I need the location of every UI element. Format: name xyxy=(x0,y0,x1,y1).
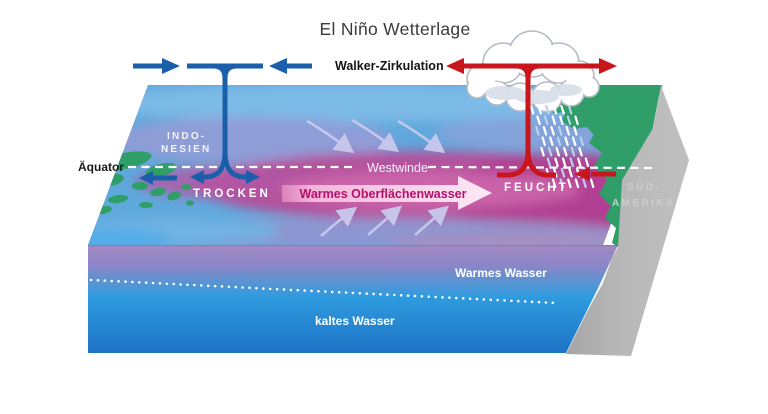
rain-streak xyxy=(535,125,540,136)
rain-streak xyxy=(573,125,578,136)
rain-streak xyxy=(566,115,572,126)
ocean-cross-section xyxy=(88,245,618,353)
rain-streak xyxy=(551,178,557,189)
rain-streak xyxy=(542,125,548,136)
rock-cliff-face xyxy=(566,86,689,356)
red-circulation xyxy=(446,58,617,181)
south-america-label-line2: AMERIKA xyxy=(612,198,675,209)
west-winds-label: Westwinde xyxy=(367,161,428,175)
indonesia-label-line1: INDO- xyxy=(167,131,206,142)
rain-streak xyxy=(549,136,554,147)
rain-streak xyxy=(560,104,565,115)
blue-circulation-arrowheads xyxy=(139,58,287,185)
red-circulation-arrowheads xyxy=(446,58,617,181)
rain-streak xyxy=(541,136,547,147)
rain-streak xyxy=(584,157,590,168)
rain-streak xyxy=(545,104,550,115)
rain-streak xyxy=(561,157,567,168)
rain-streak xyxy=(559,178,565,189)
rain-streak xyxy=(543,115,549,126)
rain-streak xyxy=(577,157,582,168)
cold-water-label: kaltes Wasser xyxy=(315,314,395,328)
indonesia-label-line2: NESIEN xyxy=(161,144,211,155)
rain-streak xyxy=(550,125,555,136)
humid-label: FEUCHT xyxy=(504,182,569,194)
rain-streak xyxy=(551,115,557,126)
rain-streak xyxy=(555,146,561,157)
rain-streak xyxy=(569,157,575,168)
equator-dashed-line xyxy=(128,165,653,170)
equator-label: Äquator xyxy=(78,159,124,174)
rain-streak xyxy=(559,115,564,126)
rain-streak xyxy=(546,157,552,168)
south-america-label-line1: SÜD- xyxy=(627,180,661,193)
rain-streak xyxy=(537,104,543,115)
warm-water-label: Warmes Wasser xyxy=(455,266,547,280)
blue-circulation xyxy=(133,58,312,185)
rain-streak xyxy=(570,146,576,157)
diagram-title: El Niño Wetterlage xyxy=(320,19,471,39)
rain-streak xyxy=(564,136,569,147)
rain-streak xyxy=(574,115,579,126)
rain-streak xyxy=(567,178,572,189)
rain-streak xyxy=(552,104,558,115)
rain-streak xyxy=(578,146,583,157)
rain-streak xyxy=(554,157,559,168)
warm-surface-water-label: Warmes Oberflächenwasser xyxy=(300,187,467,201)
blue-circulation-lines xyxy=(133,63,312,181)
rain-streak xyxy=(547,146,553,157)
rain-streak xyxy=(567,104,573,115)
cross-section-face xyxy=(88,245,618,353)
rain-streak xyxy=(565,125,571,136)
rain-streak xyxy=(560,167,566,178)
rain-streak xyxy=(571,136,577,147)
rain-cloud xyxy=(466,30,600,113)
rain-streak xyxy=(529,104,535,115)
red-circulation-lines xyxy=(463,63,616,178)
rain-streak xyxy=(540,146,545,157)
dry-label: TROCKEN xyxy=(193,188,271,200)
rain-streak xyxy=(568,167,573,178)
walker-circulation-label: Walker-Zirkulation xyxy=(335,59,444,73)
west-wind-arrows xyxy=(306,118,449,237)
rain-streak xyxy=(574,178,580,189)
rain-streak xyxy=(536,115,541,126)
rain-streak xyxy=(589,178,595,189)
rain-streak xyxy=(556,136,562,147)
rain-streak xyxy=(579,136,585,147)
rain-streak xyxy=(557,125,563,136)
warm-surface-water-arrow: Warmes Oberflächenwasser xyxy=(282,176,492,210)
rain-streak xyxy=(582,178,587,189)
rain-streak xyxy=(563,146,568,157)
